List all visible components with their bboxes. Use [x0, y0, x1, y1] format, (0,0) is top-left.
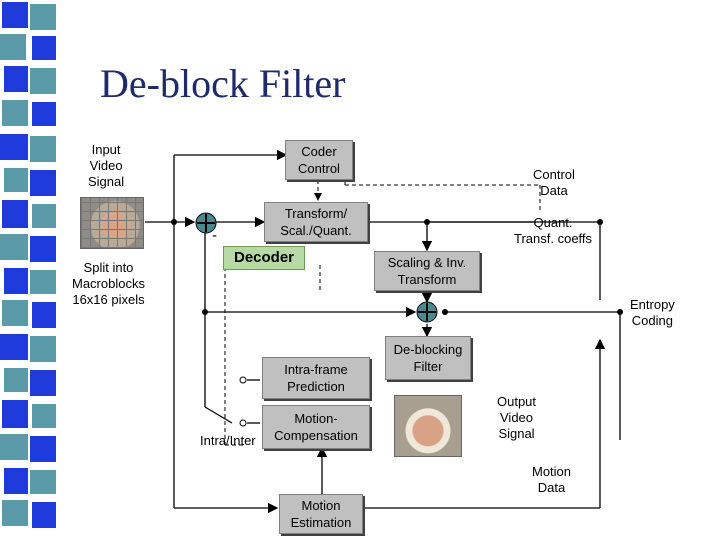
- split-label: Split into Macroblocks 16x16 pixels: [72, 260, 145, 307]
- intra-inter-label: Intra/Inter: [200, 433, 256, 448]
- motion-estimation-box: Motion Estimation: [279, 494, 363, 534]
- input-video-label: Input Video Signal: [88, 142, 125, 189]
- adder-bottom-icon: [416, 301, 438, 323]
- minus-sign: -: [212, 227, 217, 244]
- intra-prediction-box: Intra-frame Prediction: [262, 357, 370, 399]
- deblocking-box: De-blocking Filter: [385, 336, 471, 380]
- motion-compensation-box: Motion- Compensation: [262, 405, 370, 449]
- coder-control-box: Coder Control: [285, 140, 353, 180]
- control-data-label: Control Data: [533, 167, 575, 198]
- decoder-box: Decoder: [223, 246, 305, 270]
- scaling-box: Scaling & Inv. Transform: [374, 251, 480, 291]
- output-video-thumbnail: [394, 395, 462, 457]
- slide-title: De-block Filter: [100, 61, 346, 106]
- quant-coeffs-label: Quant. Transf. coeffs: [514, 215, 593, 246]
- motion-data-label: Motion Data: [532, 464, 572, 495]
- input-video-thumbnail: [80, 197, 144, 249]
- output-video-label: Output Video Signal: [497, 394, 537, 441]
- entropy-label: Entropy Coding: [630, 297, 675, 328]
- transform-box: Transform/ Scal./Quant.: [264, 202, 368, 242]
- decorative-strip: [0, 0, 58, 540]
- adder-top-icon: [195, 212, 217, 234]
